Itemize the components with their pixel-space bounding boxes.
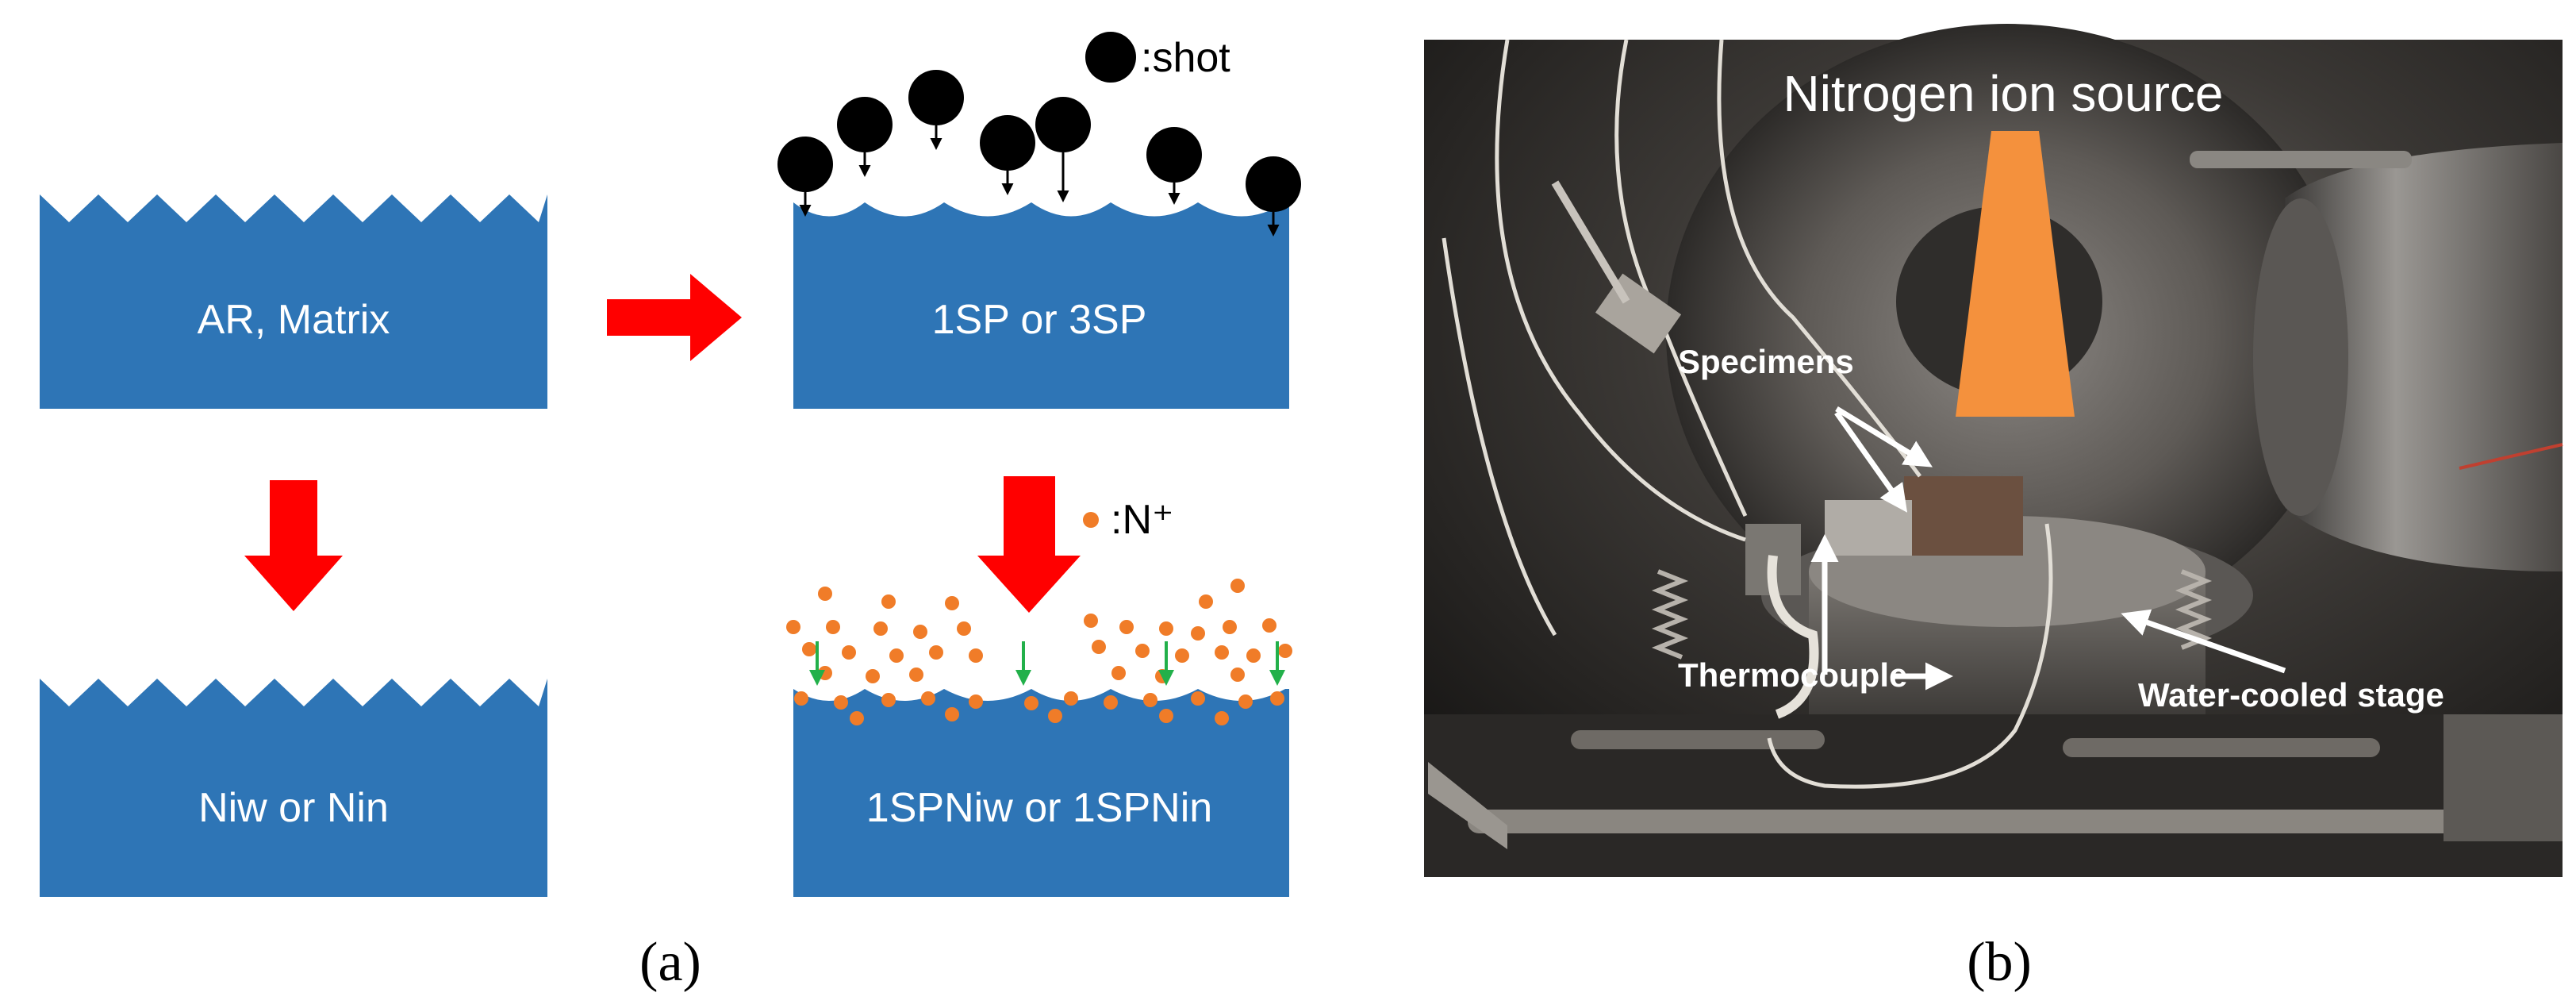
slab-sp [793,202,1289,409]
shot [980,115,1035,171]
slab-spni [793,689,1289,897]
shot [1035,97,1091,152]
shot [777,137,833,192]
slab-ar-label: AR, Matrix [198,297,390,343]
slab-ni-label: Niw or Nin [198,785,389,831]
thermocouple-label: Thermocouple [1678,656,1907,694]
specimens-arrow-lower [1834,410,1908,513]
slab-spni-label: 1SPNiw or 1SPNin [866,785,1212,831]
panel-a: AR, Matrix Niw or Nin 1SP or 3SP 1SPNiw … [40,32,1301,993]
nitrogen-ions [786,579,1292,725]
water-cooled-stage-label: Water-cooled stage [2138,676,2444,714]
caption-b: (b) [1967,932,2032,993]
shot [908,70,964,125]
slab-ar [40,194,547,409]
process-arrow-down-right [977,476,1081,613]
shot-legend-label: :shot [1141,35,1230,81]
specimens-arrow-upper [1835,406,1933,467]
ion-legend-label: :N⁺ [1111,497,1173,543]
water-cooled-stage-arrow [2121,609,2286,674]
nitrogen-source-cone [1956,131,2075,417]
shot-particles [777,70,1301,237]
ion-arrows [809,641,1285,686]
process-arrow-right [607,274,742,361]
caption-a: (a) [639,932,701,993]
ion-legend-icon [1083,512,1099,528]
nitrogen-source-title: Nitrogen ion source [1783,65,2224,122]
slab-sp-label: 1SP or 3SP [932,297,1147,343]
panel-b: Nitrogen ion source Specimens Thermocoup… [1424,24,2563,993]
process-arrow-down-left [244,480,343,611]
specimens-label: Specimens [1678,343,1854,380]
shot [1246,156,1301,212]
shot-legend-icon [1085,32,1136,83]
shot [837,97,893,152]
slab-ni [40,679,547,897]
shot [1146,127,1202,183]
